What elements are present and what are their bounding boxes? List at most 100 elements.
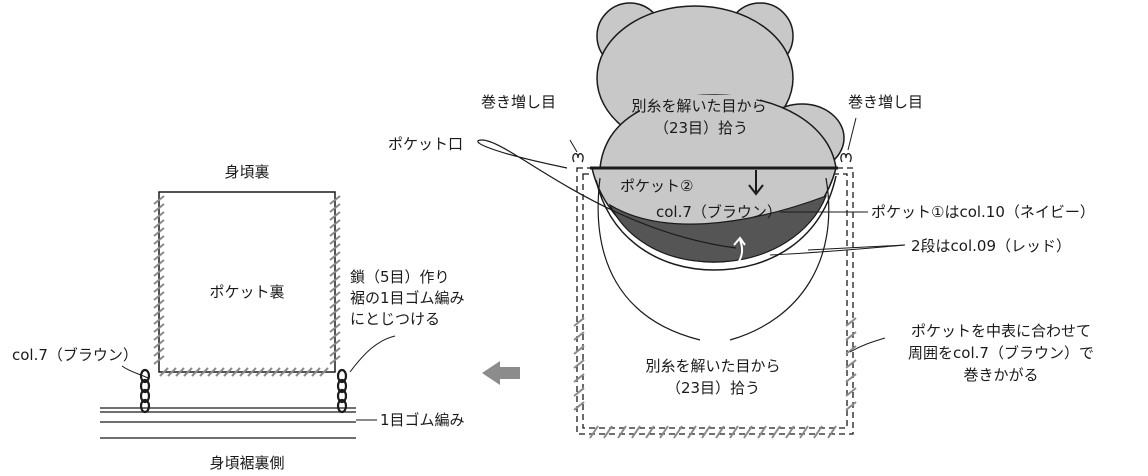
stitch-mark bbox=[153, 347, 165, 357]
stitch-mark bbox=[153, 251, 165, 261]
whip-stitch-outline-bottom bbox=[589, 425, 837, 439]
stitch-mark bbox=[153, 291, 165, 301]
stitch-mark bbox=[329, 219, 341, 229]
extra-stitch-right-label: 巻き増し目 bbox=[848, 93, 923, 111]
stitch-mark bbox=[153, 203, 165, 213]
turn-arrow-curve bbox=[735, 239, 744, 267]
stitch-mark bbox=[153, 235, 165, 245]
stitch-mark bbox=[845, 359, 857, 369]
bear-fill-patch bbox=[640, 95, 760, 167]
stitch-mark bbox=[673, 425, 683, 439]
leader-extra-left bbox=[569, 139, 578, 153]
stitch-mark bbox=[199, 367, 209, 377]
stitch-mark bbox=[329, 267, 341, 277]
stitch-mark bbox=[153, 331, 165, 341]
stitch-mark bbox=[631, 425, 641, 439]
pickup-top-line-1: 別糸を解いた目から bbox=[631, 97, 766, 115]
stitch-mark bbox=[329, 203, 341, 213]
chain-note-line-2: 裾の1目ゴム編み bbox=[350, 289, 465, 307]
leader-two-rows-b bbox=[769, 244, 906, 256]
direction-arrow-left-icon bbox=[482, 361, 520, 385]
stitch-mark bbox=[231, 367, 241, 377]
pocket1-band bbox=[608, 194, 828, 263]
stitch-mark bbox=[153, 307, 165, 317]
pocket1-outer-edge bbox=[595, 175, 837, 271]
stitch-mark bbox=[573, 387, 585, 397]
right-figure: 巻き増し目 巻き増し目 別糸を解いた目から （23目）拾う ポケット口 ポケット… bbox=[388, 2, 1095, 439]
stitch-mark bbox=[827, 425, 837, 439]
extra-stitch-left-label: 巻き増し目 bbox=[481, 93, 556, 111]
chain-note-line-1: 鎖（5目）作り bbox=[350, 268, 450, 286]
stitch-mark bbox=[247, 367, 257, 377]
stitch-mark bbox=[573, 359, 585, 369]
stitch-mark bbox=[329, 259, 341, 269]
leader-brown bbox=[121, 365, 149, 379]
stitch-mark bbox=[845, 373, 857, 383]
stitch-mark bbox=[329, 339, 341, 349]
stitch-mark bbox=[845, 345, 857, 355]
chain-link bbox=[139, 368, 151, 384]
stitch-mark bbox=[153, 219, 165, 229]
stitch-mark bbox=[303, 367, 313, 377]
chain-link bbox=[139, 398, 151, 414]
stitch-mark bbox=[573, 317, 585, 327]
stitch-mark bbox=[329, 251, 341, 261]
stitch-mark bbox=[659, 425, 669, 439]
chain-link bbox=[336, 368, 348, 384]
stitch-mark bbox=[153, 315, 165, 325]
stitch-mark bbox=[573, 345, 585, 355]
stitch-mark bbox=[207, 367, 217, 377]
stitch-mark bbox=[153, 299, 165, 309]
bear-pocket bbox=[596, 2, 845, 173]
stitch-mark bbox=[329, 307, 341, 317]
stitch-mark bbox=[845, 401, 857, 411]
stitch-mark bbox=[239, 367, 249, 377]
stitch-mark bbox=[287, 367, 297, 377]
whip-stitch-bottom bbox=[159, 367, 329, 377]
stitch-mark bbox=[573, 373, 585, 383]
stitch-mark bbox=[845, 387, 857, 397]
leader-chain bbox=[349, 335, 396, 373]
stitch-mark bbox=[153, 243, 165, 253]
stitch-mark bbox=[813, 425, 823, 439]
sew-note-line-1: ポケットを中表に合わせて bbox=[911, 322, 1091, 340]
stitch-mark bbox=[785, 425, 795, 439]
pickup-bottom-line-2: （23目）拾う bbox=[666, 379, 760, 397]
outline-curve-left bbox=[597, 177, 701, 341]
leader-extra-right bbox=[847, 117, 857, 151]
stitch-mark bbox=[701, 425, 711, 439]
extra-stitch-left-icon bbox=[569, 139, 584, 163]
stitch-mark bbox=[757, 425, 767, 439]
pocket-mouth-loop bbox=[477, 139, 737, 249]
stitch-mark bbox=[215, 367, 225, 377]
chain-link bbox=[336, 378, 348, 394]
chain-link bbox=[139, 378, 151, 394]
stitch-mark bbox=[329, 235, 341, 245]
chain-stitch-left bbox=[139, 368, 151, 414]
stitch-mark bbox=[153, 339, 165, 349]
stitch-mark bbox=[153, 355, 165, 365]
chain-stitch-right bbox=[336, 368, 348, 414]
stitch-mark bbox=[153, 259, 165, 269]
stitch-mark bbox=[159, 367, 169, 377]
stitch-mark bbox=[573, 401, 585, 411]
rib-label: 1目ゴム編み bbox=[380, 411, 465, 429]
pocket-back-rect bbox=[158, 191, 336, 373]
extra-stitch-right-icon bbox=[840, 117, 857, 163]
stitch-mark bbox=[845, 331, 857, 341]
stitch-mark bbox=[845, 317, 857, 327]
hem-inside-label: 身頃裾裏側 bbox=[209, 454, 284, 472]
stitch-mark bbox=[153, 227, 165, 237]
stitch-mark bbox=[329, 347, 341, 357]
body-back-label: 身頃裏 bbox=[224, 163, 269, 181]
stitch-mark bbox=[799, 425, 809, 439]
stitch-mark bbox=[153, 323, 165, 333]
stitch-mark bbox=[153, 283, 165, 293]
stitch-mark bbox=[715, 425, 725, 439]
fold-arrow-down-icon bbox=[748, 184, 764, 196]
stitch-mark bbox=[617, 425, 627, 439]
stitch-mark bbox=[743, 425, 753, 439]
stitch-mark bbox=[329, 355, 341, 365]
stitch-mark bbox=[573, 331, 585, 341]
